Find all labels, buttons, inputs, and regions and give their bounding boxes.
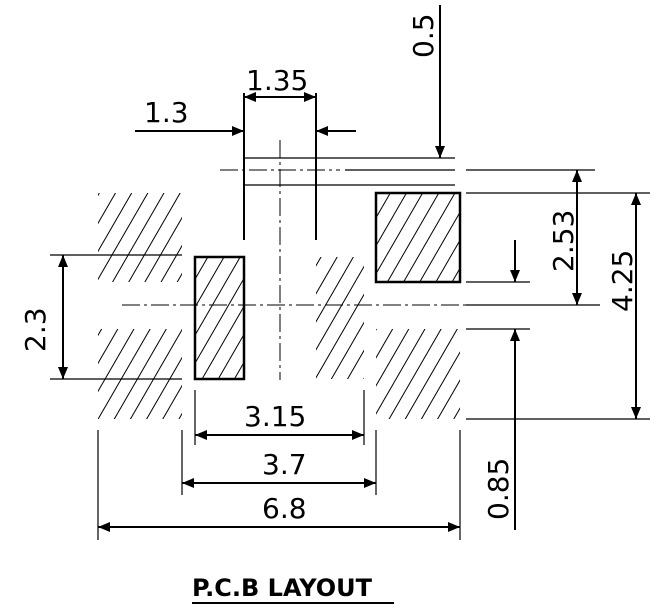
label-overall-width: 6.8 — [262, 492, 307, 525]
dim-pin-gap: 1.3 — [135, 96, 356, 136]
dim-overall-width: 6.8 — [98, 492, 460, 532]
ghost-pad-top-left — [98, 193, 182, 282]
dim-middle-span: 3.7 — [182, 448, 376, 488]
label-pin-pitch-vertical: 2.3 — [19, 307, 52, 352]
label-inner-span: 3.15 — [244, 400, 306, 433]
dim-bottom-gap: 0.85 — [482, 240, 520, 530]
solid-pads — [193, 191, 462, 381]
label-bottom-gap: 0.85 — [482, 458, 515, 520]
drawing-title: P.C.B LAYOUT — [192, 574, 373, 602]
label-overall-height: 4.25 — [606, 250, 639, 312]
dim-pad-height-right: 2.53 — [547, 170, 582, 305]
ghost-pads — [98, 193, 460, 419]
label-top-offset: 0.5 — [407, 13, 440, 58]
label-pin-gap: 1.3 — [144, 96, 189, 129]
ghost-pad-bottom-left — [98, 329, 182, 419]
bottom-extensions — [97, 390, 461, 540]
label-middle-span: 3.7 — [262, 448, 307, 481]
pin-outline — [243, 93, 455, 240]
pad-top-right — [374, 191, 462, 284]
ghost-pad-bottom-right — [376, 329, 460, 419]
label-pad-height-right: 2.53 — [547, 210, 580, 272]
pad-center-left — [193, 255, 246, 381]
dim-top-offset: 0.5 — [407, 5, 445, 158]
label-pin-width: 1.35 — [246, 64, 308, 97]
dim-inner-span: 3.15 — [195, 400, 364, 440]
dim-pin-pitch-vertical: 2.3 — [19, 254, 182, 380]
dim-overall-height: 4.25 — [606, 193, 641, 419]
dim-pin-width: 1.35 — [244, 64, 316, 102]
title-block: P.C.B LAYOUT — [192, 574, 394, 604]
ghost-pad-center-right — [316, 257, 364, 379]
